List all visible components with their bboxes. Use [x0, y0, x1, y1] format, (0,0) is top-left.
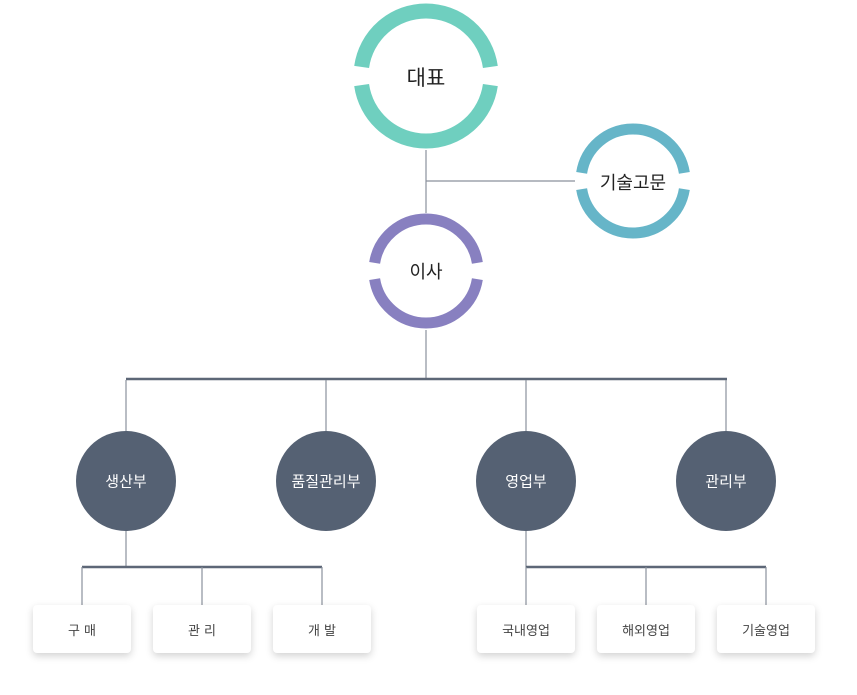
ring-director-bottom-arc [369, 278, 483, 329]
team-label: 해외영업 [622, 623, 670, 639]
team-box-domestic-sales[interactable]: 국내영업 [477, 605, 575, 653]
team-label: 기술영업 [742, 623, 790, 639]
ring-advisor-top-arc [576, 123, 690, 174]
ceo-label[interactable]: 대표 [406, 66, 446, 90]
team-box-purchasing[interactable]: 구 매 [33, 605, 131, 653]
dept-label-sales: 영업부 [505, 472, 547, 491]
dept-label-admin: 관리부 [705, 472, 747, 491]
dept-label-quality: 품질관리부 [291, 472, 361, 491]
dept-circle-production[interactable] [76, 431, 176, 531]
dept-circle-quality[interactable] [276, 431, 376, 531]
team-box-management[interactable]: 관 리 [153, 605, 251, 653]
dept-circle-sales[interactable] [476, 431, 576, 531]
director-ring [369, 213, 483, 329]
ring-advisor-bottom-arc [576, 188, 690, 239]
connector-lines [81, 150, 767, 606]
ring-director-top-arc [369, 213, 483, 264]
team-label: 관 리 [187, 623, 217, 639]
ring-ceo-bottom-arc [354, 83, 498, 149]
director-label[interactable]: 이사 [409, 262, 443, 283]
advisor-label[interactable]: 기술고문 [599, 173, 667, 194]
team-label: 구 매 [67, 623, 97, 639]
ceo-ring [354, 3, 498, 149]
dept-circle-admin[interactable] [676, 431, 776, 531]
team-label: 개 발 [307, 623, 337, 639]
ring-ceo-top-arc [354, 3, 498, 69]
dept-label-production: 생산부 [105, 472, 147, 491]
advisor-ring [576, 123, 690, 239]
team-box-technical-sales[interactable]: 기술영업 [717, 605, 815, 653]
team-box-overseas-sales[interactable]: 해외영업 [597, 605, 695, 653]
team-box-development[interactable]: 개 발 [273, 605, 371, 653]
team-label: 국내영업 [502, 623, 550, 639]
